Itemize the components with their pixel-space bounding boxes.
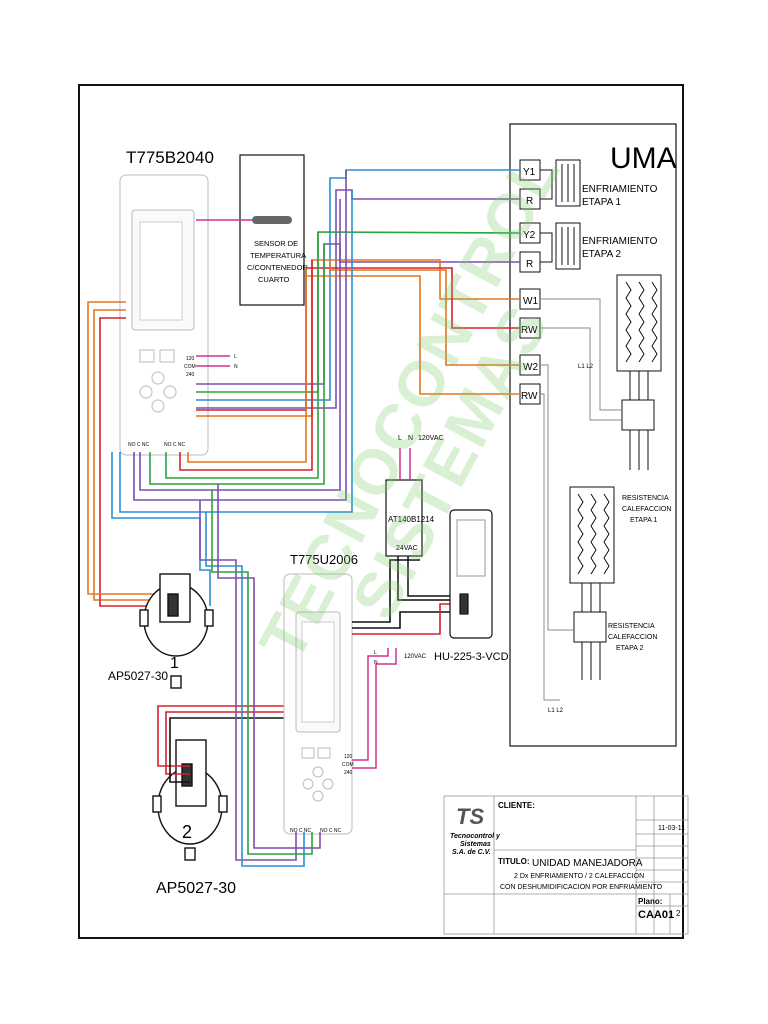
controller-top [119,174,209,456]
ctrl-bottom-supply-n: N [374,660,378,666]
actuator-2-label: AP5027-30 [156,880,236,897]
humidistat-label: HU-225-3-VCD [434,651,509,663]
ctrl-bottom-relay2: NO C NC [320,828,342,834]
heater1-line1: RESISTENCIA [622,495,669,502]
ctrl-bottom-supply-l: L [374,650,377,656]
actuator-2 [152,739,228,861]
cooling-stage1-line1: ENFRIAMIENTO [582,184,658,195]
transformer-l: L [398,435,402,442]
controller-bottom-label: T775U2006 [290,552,358,567]
uma-enclosure [509,123,677,747]
ctrl-top-supply-n: N [234,364,238,370]
tb-company-2: Sistemas [460,841,491,848]
ctrl-top-relay1: NO C NC [128,442,150,448]
controller-bottom [283,573,353,835]
terminal-r2: R [526,259,533,270]
heater1-line3: ETAPA 1 [630,517,657,524]
ctrl-top-com: COM [184,364,196,370]
transformer-n: N [408,435,413,442]
ctrl-bottom-com: COM [342,762,354,768]
uma-title: UMA [610,142,677,175]
tb-company-1: Tecnocontrol y [450,833,501,840]
terminal-w1: W1 [523,296,538,307]
actuator-2-number: 2 [182,822,192,842]
actuator-1 [139,573,214,689]
heater2-line2: CALEFACCION [608,634,657,641]
tb-title-main: UNIDAD MANEJADORA [532,858,643,869]
tb-company-3: S.A. de C.V. [452,849,491,856]
tb-sheet-number: 2 [676,909,681,918]
ctrl-bottom-relay1: NO C NC [290,828,312,834]
tb-title-sub1: 2 Dx ENFRIAMIENTO / 2 CALEFACCION [514,873,644,880]
ctrl-bottom-120: 120 [344,754,353,760]
sensor-line2: TEMPERATURA [250,251,306,260]
bottom-controller-wires [199,484,462,867]
transformer-body [385,479,423,557]
terminal-r1: R [526,196,533,207]
transformer-primary: 120VAC [418,435,444,442]
actuator2-wires [157,705,284,783]
ctrl-top-240: 240 [186,372,195,378]
ctrl-bottom-supply-v: 120VAC [404,654,427,660]
ctrl-bottom-240: 240 [344,770,353,776]
tb-plano-label: Plano: [638,897,662,906]
humidistat-body [449,509,493,639]
title-block-grid [443,795,689,935]
tb-title-label: TITULO: [498,857,530,866]
transformer-wires [397,448,462,601]
heater-coil-2 [540,364,615,701]
actuator-1-number: 1 [170,655,179,672]
cooling-stage1-line2: ETAPA 1 [582,197,622,208]
ctrl-top-120: 120 [186,356,195,362]
ctrl-bottom-supply-wires [352,648,397,769]
tb-logo: TS [456,804,484,829]
compressor-contactor-2 [540,222,581,270]
heater2-line3: ETAPA 2 [616,645,643,652]
cooling-stage2-line1: ENFRIAMIENTO [582,236,658,247]
tb-client-label: CLIENTE: [498,801,535,810]
transformer-secondary: 24VAC [396,545,418,552]
tb-plano-value: CAA01 [638,909,674,921]
sensor-probe [252,216,292,224]
terminal-rw2: RW [521,391,538,402]
transformer-model: AT140B1214 [388,515,435,524]
ctrl-top-supply-l: L [234,354,237,360]
tb-date: 11-03-11 [658,825,685,832]
heater2-line1: RESISTENCIA [608,623,655,630]
terminal-rw1: RW [521,325,538,336]
tb-title-sub2: CON DESHUMIDIFICACION POR ENFRIAMIENTO [500,884,663,891]
sensor-box [239,154,305,306]
heater-coil-1 [540,274,662,470]
l1l2-bottom: L1 L2 [548,708,564,714]
ctrl-top-relay2: NO C NC [164,442,186,448]
terminal-y2: Y2 [523,230,536,241]
sensor-line4: CUARTO [258,275,290,284]
control-wires [111,169,521,606]
compressor-contactor-1 [540,159,581,207]
actuator1-wires [87,301,168,607]
terminal-y1: Y1 [523,167,536,178]
controller-top-label: T775B2040 [126,148,214,167]
terminal-w2: W2 [523,362,538,373]
actuator-1-label: AP5027-30 [108,669,168,683]
heater1-line2: CALEFACCION [622,506,671,513]
sensor-line1: SENSOR DE [254,239,298,248]
l1l2-top: L1 L2 [578,364,594,370]
sensor-line3: C/CONTENEDOR [247,263,308,272]
cooling-stage2-line2: ETAPA 2 [582,249,622,260]
